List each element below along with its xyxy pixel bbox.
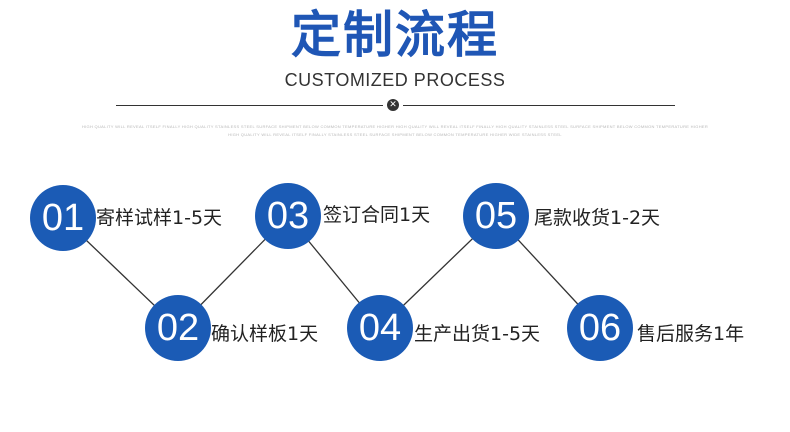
step-04-label: 生产出货1-5天 [414, 323, 541, 345]
step-02-label: 确认样板1天 [211, 323, 319, 345]
fine-print-line-1: HIGH QUALITY WILL REVEAL ITSELF FINALLY … [81, 124, 709, 129]
step-06-label: 售后服务1年 [637, 323, 745, 345]
fine-print-line-2: HIGH QUALITY WILL REVEAL ITSELF FINALLY … [228, 132, 562, 137]
x-circle-icon: ✕ [387, 99, 399, 111]
divider-right [403, 105, 675, 106]
step-05-label: 尾款收货1-2天 [534, 207, 661, 229]
step-01-label: 寄样试样1-5天 [96, 207, 223, 229]
page-title: 定制流程 [291, 6, 499, 64]
step-04-circle: 04 [348, 296, 412, 360]
divider-left [116, 105, 383, 106]
step-02-circle: 02 [146, 296, 210, 360]
step-03-circle: 03 [256, 184, 320, 248]
step-03-label: 签订合同1天 [323, 204, 431, 226]
page-subtitle: CUSTOMIZED PROCESS [284, 70, 506, 90]
step-06-circle: 06 [568, 296, 632, 360]
step-01-circle: 01 [31, 186, 95, 250]
step-05-circle: 05 [464, 184, 528, 248]
